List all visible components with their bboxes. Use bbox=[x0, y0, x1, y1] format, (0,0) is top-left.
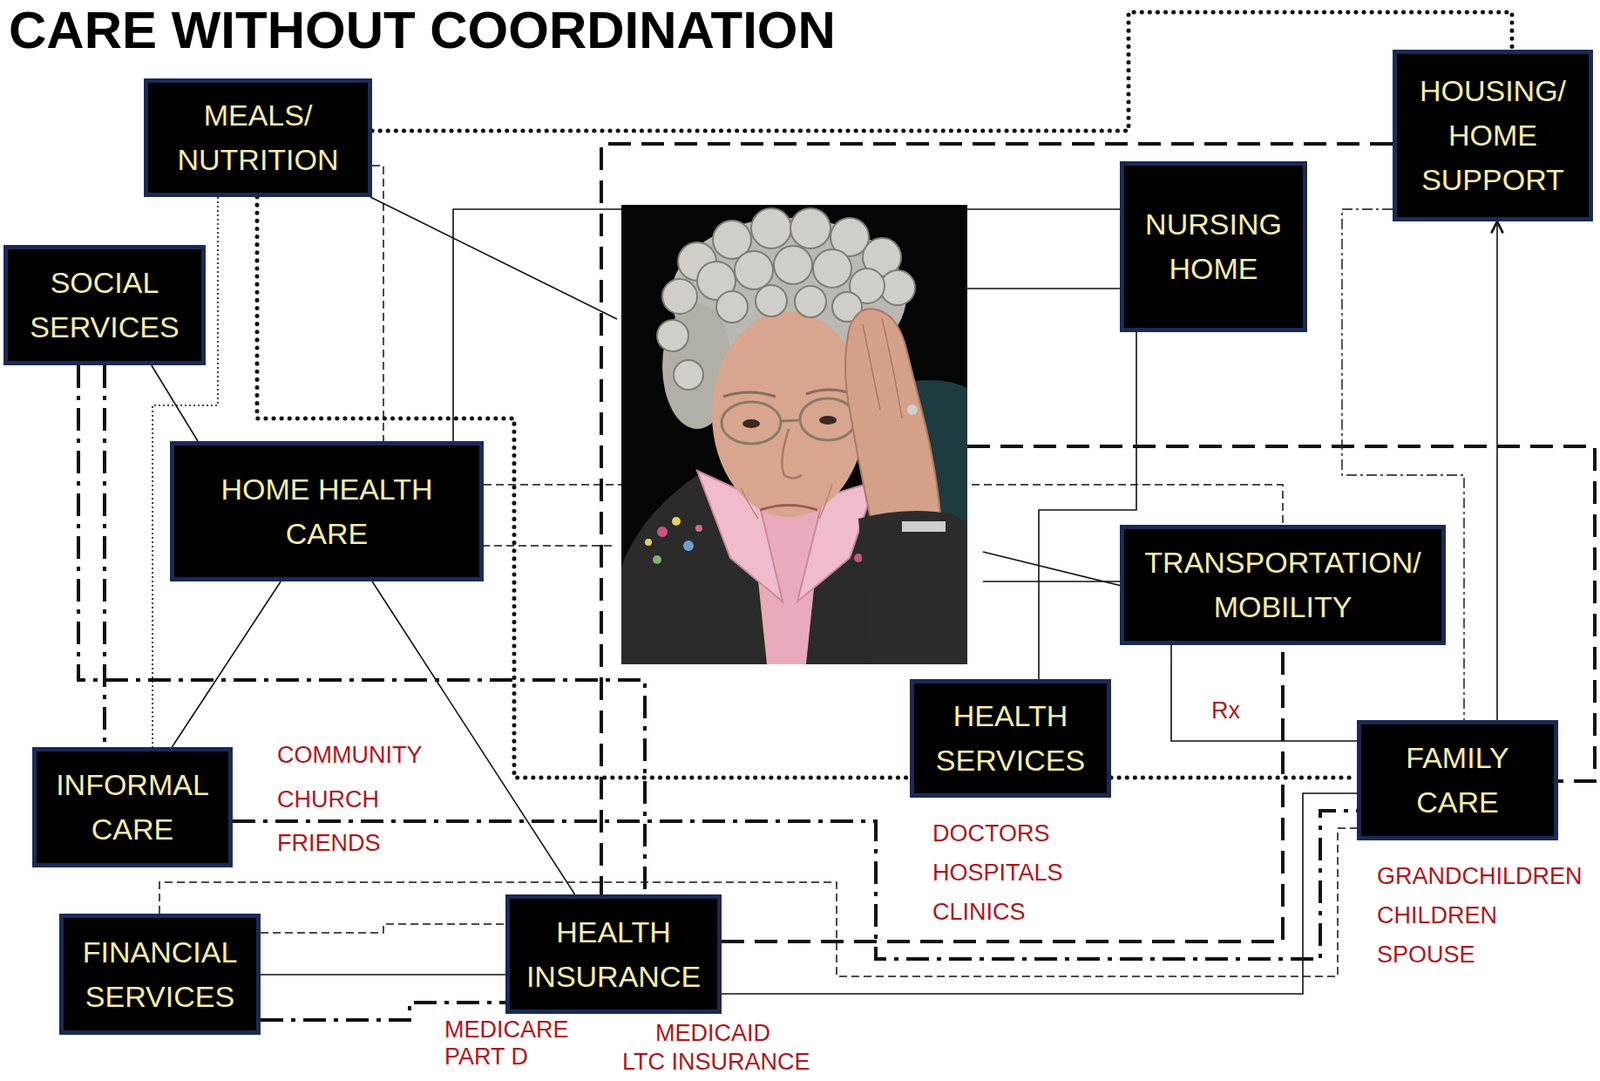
service-box: MEALS/ NUTRITION bbox=[143, 78, 373, 197]
ring bbox=[907, 404, 918, 415]
finger-line bbox=[862, 324, 881, 410]
service-label: HOME HEALTH CARE bbox=[183, 467, 471, 556]
provider-label: Rx bbox=[1209, 697, 1242, 725]
service-label: INFORMAL CARE bbox=[45, 762, 220, 852]
leader-line bbox=[983, 580, 1122, 583]
finger-line bbox=[881, 318, 902, 419]
connector-line bbox=[151, 365, 198, 441]
service-label: HEALTH SERVICES bbox=[922, 693, 1099, 783]
provider-label: FRIENDS bbox=[275, 829, 383, 857]
connector-line bbox=[721, 644, 1283, 942]
embroidery bbox=[644, 538, 652, 546]
face bbox=[711, 311, 866, 517]
service-label: NURSING HOME bbox=[1132, 202, 1295, 292]
service-box: HOUSING/ HOME SUPPORT bbox=[1392, 49, 1594, 222]
service-label: FAMILY CARE bbox=[1369, 735, 1546, 825]
connector-line bbox=[260, 923, 506, 933]
eye bbox=[742, 419, 760, 428]
hand bbox=[845, 308, 942, 523]
provider-label: CHILDREN bbox=[1375, 901, 1499, 929]
provider-label: GRANDCHILDREN bbox=[1375, 862, 1585, 890]
connector-line bbox=[721, 793, 1357, 994]
provider-label: LTC INSURANCE bbox=[620, 1048, 813, 1076]
service-label: HOUSING/ HOME SUPPORT bbox=[1405, 68, 1580, 203]
diagram-title: CARE WITHOUT COORDINATION bbox=[8, 0, 836, 61]
connectors bbox=[78, 12, 1512, 1020]
eyebrow bbox=[806, 389, 853, 394]
service-label: FINANCIAL SERVICES bbox=[72, 929, 248, 1019]
connector-line bbox=[171, 581, 281, 747]
provider-label: MEDICARE PART D bbox=[442, 1016, 586, 1071]
mouth bbox=[759, 505, 818, 511]
connector-line bbox=[1496, 221, 1499, 720]
glasses bbox=[780, 420, 800, 421]
wrinkle bbox=[740, 488, 759, 519]
service-box: NURSING HOME bbox=[1119, 161, 1308, 333]
service-box: TRANSPORTATION/ MOBILITY bbox=[1119, 524, 1446, 645]
service-box: INFORMAL CARE bbox=[32, 746, 233, 868]
leader-line bbox=[481, 544, 613, 547]
service-box: HOME HEALTH CARE bbox=[169, 440, 484, 582]
glasses bbox=[721, 401, 781, 444]
connector-line bbox=[1111, 775, 1357, 780]
wrinkle bbox=[819, 483, 833, 519]
embroidery bbox=[652, 555, 662, 564]
embroidery bbox=[695, 524, 703, 532]
leader-line bbox=[983, 551, 1122, 586]
service-label: MEALS/ NUTRITION bbox=[156, 93, 360, 183]
service-box: FAMILY CARE bbox=[1356, 719, 1559, 841]
service-label: HEALTH INSURANCE bbox=[518, 909, 709, 999]
service-box: HEALTH INSURANCE bbox=[505, 894, 722, 1014]
connector-line bbox=[159, 827, 1357, 977]
portrait-photo bbox=[621, 204, 968, 665]
service-box: HEALTH SERVICES bbox=[909, 678, 1112, 798]
connector-line bbox=[372, 165, 384, 441]
eye bbox=[819, 415, 837, 425]
leader-line bbox=[967, 287, 1122, 290]
service-box: SOCIAL SERVICES bbox=[3, 244, 206, 366]
provider-label: CHURCH bbox=[275, 786, 381, 814]
eyebrow bbox=[723, 392, 776, 397]
provider-label: DOCTORS bbox=[930, 820, 1052, 848]
provider-label: HOSPITALS bbox=[930, 859, 1065, 887]
embroidery bbox=[683, 540, 694, 551]
provider-label: SPOUSE bbox=[1375, 941, 1478, 969]
connector-line bbox=[260, 973, 506, 976]
provider-label: MEDICAID bbox=[653, 1019, 773, 1047]
connector-line bbox=[601, 143, 1393, 895]
provider-label: COMMUNITY bbox=[275, 741, 424, 769]
connector-line bbox=[372, 581, 576, 895]
glasses bbox=[800, 398, 856, 441]
leader-line bbox=[370, 196, 617, 319]
nose bbox=[781, 428, 802, 479]
connector-line bbox=[102, 365, 107, 747]
embroidery bbox=[854, 553, 863, 563]
connector-line bbox=[1171, 644, 1357, 741]
watch bbox=[901, 521, 946, 532]
service-label: SOCIAL SERVICES bbox=[16, 260, 193, 350]
sleeve bbox=[858, 510, 968, 665]
embroidery bbox=[657, 526, 668, 537]
connector-line bbox=[232, 810, 1357, 959]
photo-ground bbox=[621, 204, 968, 665]
service-box: FINANCIAL SERVICES bbox=[59, 913, 261, 1035]
embroidery bbox=[671, 516, 681, 526]
provider-label: CLINICS bbox=[930, 898, 1028, 926]
service-label: TRANSPORTATION/ MOBILITY bbox=[1132, 540, 1433, 630]
